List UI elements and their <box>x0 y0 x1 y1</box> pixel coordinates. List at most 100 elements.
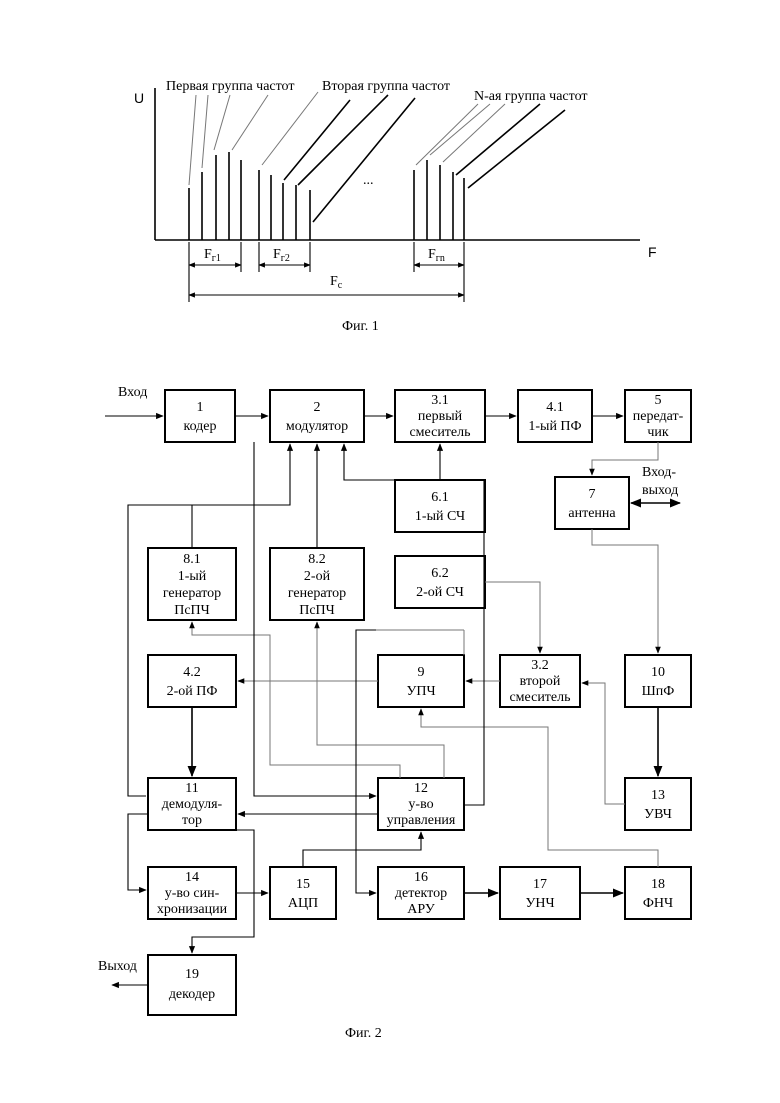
svg-text:передат-: передат- <box>633 409 684 424</box>
block-3-2-second-mixer: 3.2 второй смеситель <box>500 655 580 707</box>
svg-text:2: 2 <box>314 400 321 415</box>
svg-text:8.2: 8.2 <box>308 552 326 567</box>
span-fc: Fc <box>189 274 464 295</box>
svg-text:второй: второй <box>520 674 561 689</box>
svg-text:9: 9 <box>418 665 425 680</box>
svg-text:2-ой: 2-ой <box>304 569 331 584</box>
block-6-2-second-synthesizer: 6.2 2-ой СЧ <box>395 556 485 608</box>
block-9-if-amplifier: 9 УПЧ <box>378 655 464 707</box>
svg-text:УНЧ: УНЧ <box>525 896 554 911</box>
figure-1-spectrum: U F Первая группа частот Вторая группа ч… <box>134 79 657 334</box>
svg-text:19: 19 <box>185 967 199 982</box>
block-8-1-first-prfc-generator: 8.1 1-ый генератор ПсПЧ <box>148 548 236 620</box>
group-2-label: Вторая группа частот <box>322 79 450 94</box>
svg-text:3.1: 3.1 <box>431 393 449 408</box>
antenna-io-label-2: выход <box>642 483 678 498</box>
group-1-label: Первая группа частот <box>166 79 295 94</box>
svg-text:11: 11 <box>185 781 198 796</box>
svg-text:18: 18 <box>651 877 665 892</box>
svg-text:17: 17 <box>533 877 547 892</box>
block-19-decoder: 19 декодер <box>148 955 236 1015</box>
svg-text:кодер: кодер <box>183 419 216 434</box>
block-17-lf-amplifier: 17 УНЧ <box>500 867 580 919</box>
svg-text:демодуля-: демодуля- <box>162 797 223 812</box>
svg-text:генератор: генератор <box>163 586 221 601</box>
svg-text:14: 14 <box>185 870 199 885</box>
block-4-2-second-bandpass-filter: 4.2 2-ой ПФ <box>148 655 236 707</box>
antenna-io-label-1: Вход- <box>642 465 676 480</box>
svg-text:1-ый ПФ: 1-ый ПФ <box>528 419 581 434</box>
svg-text:5: 5 <box>655 393 662 408</box>
group-1-lines <box>189 95 268 240</box>
svg-text:тор: тор <box>182 813 202 828</box>
block-3-1-first-mixer: 3.1 первый смеситель <box>395 390 485 442</box>
group-2-lines <box>259 92 415 240</box>
svg-text:УПЧ: УПЧ <box>406 684 435 699</box>
block-18-lowpass-filter: 18 ФНЧ <box>625 867 691 919</box>
svg-text:2-ой СЧ: 2-ой СЧ <box>416 585 464 600</box>
span-fr1: Fг1 <box>189 247 241 265</box>
figure-1-caption: Фиг. 1 <box>342 319 379 334</box>
svg-text:антенна: антенна <box>568 506 616 521</box>
svg-text:хронизации: хронизации <box>157 902 228 917</box>
svg-text:модулятор: модулятор <box>286 419 348 434</box>
svg-text:1: 1 <box>197 400 204 415</box>
svg-text:6.1: 6.1 <box>431 490 449 505</box>
block-16-agc-detector: 16 детектор АРУ <box>378 867 464 919</box>
svg-text:1-ый: 1-ый <box>178 569 207 584</box>
svg-text:АРУ: АРУ <box>407 902 435 917</box>
svg-text:у-во син-: у-во син- <box>165 886 220 901</box>
svg-text:3.2: 3.2 <box>531 658 549 673</box>
span-fr2: Fг2 <box>259 247 310 265</box>
svg-text:1-ый СЧ: 1-ый СЧ <box>415 509 465 524</box>
block-15-adc: 15 АЦП <box>270 867 336 919</box>
svg-text:ШпФ: ШпФ <box>642 684 675 699</box>
svg-text:12: 12 <box>414 781 428 796</box>
svg-text:первый: первый <box>418 409 463 424</box>
svg-text:смеситель: смеситель <box>409 425 470 440</box>
figure-2-caption: Фиг. 2 <box>345 1026 382 1041</box>
x-axis-label: F <box>648 244 657 260</box>
svg-text:УВЧ: УВЧ <box>644 807 672 822</box>
svg-text:13: 13 <box>651 788 665 803</box>
svg-text:Fгn: Fгn <box>428 247 445 264</box>
svg-text:10: 10 <box>651 665 665 680</box>
svg-text:генератор: генератор <box>288 586 346 601</box>
svg-text:15: 15 <box>296 877 310 892</box>
svg-text:детектор: детектор <box>395 886 447 901</box>
block-11-demodulator: 11 демодуля- тор <box>148 778 236 830</box>
svg-text:4.1: 4.1 <box>546 400 564 415</box>
block-14-synchronizer: 14 у-во син- хронизации <box>148 867 236 919</box>
block-8-2-second-prfc-generator: 8.2 2-ой генератор ПсПЧ <box>270 548 364 620</box>
block-10-wideband-filter: 10 ШпФ <box>625 655 691 707</box>
ellipsis: ... <box>363 173 374 188</box>
output-label: Выход <box>98 959 137 974</box>
block-7-antenna: 7 антенна <box>555 477 629 529</box>
svg-text:16: 16 <box>414 870 428 885</box>
span-frn: Fгn <box>414 247 464 265</box>
svg-text:ПсПЧ: ПсПЧ <box>299 603 335 618</box>
svg-text:2-ой ПФ: 2-ой ПФ <box>167 684 218 699</box>
svg-text:ПсПЧ: ПсПЧ <box>174 603 210 618</box>
figure-2-block-diagram: 1 кодер 2 модулятор 3.1 первый смеситель… <box>98 385 691 1041</box>
svg-text:6.2: 6.2 <box>431 566 449 581</box>
svg-text:Fг2: Fг2 <box>273 247 290 264</box>
svg-text:у-во: у-во <box>408 797 433 812</box>
group-n-label: N-ая группа частот <box>474 89 588 104</box>
block-12-control-unit: 12 у-во управления <box>378 778 464 830</box>
block-6-1-first-synthesizer: 6.1 1-ый СЧ <box>395 480 485 532</box>
svg-text:ФНЧ: ФНЧ <box>643 896 673 911</box>
block-13-rf-amplifier: 13 УВЧ <box>625 778 691 830</box>
svg-text:Fг1: Fг1 <box>204 247 221 264</box>
svg-text:чик: чик <box>647 425 669 440</box>
svg-text:декодер: декодер <box>169 987 215 1002</box>
group-n-lines <box>414 104 565 240</box>
block-1-coder: 1 кодер <box>165 390 235 442</box>
svg-text:смеситель: смеситель <box>509 690 570 705</box>
y-axis-label: U <box>134 90 144 106</box>
block-4-1-first-bandpass-filter: 4.1 1-ый ПФ <box>518 390 592 442</box>
svg-text:4.2: 4.2 <box>183 665 201 680</box>
svg-text:управления: управления <box>387 813 456 828</box>
svg-text:8.1: 8.1 <box>183 552 201 567</box>
